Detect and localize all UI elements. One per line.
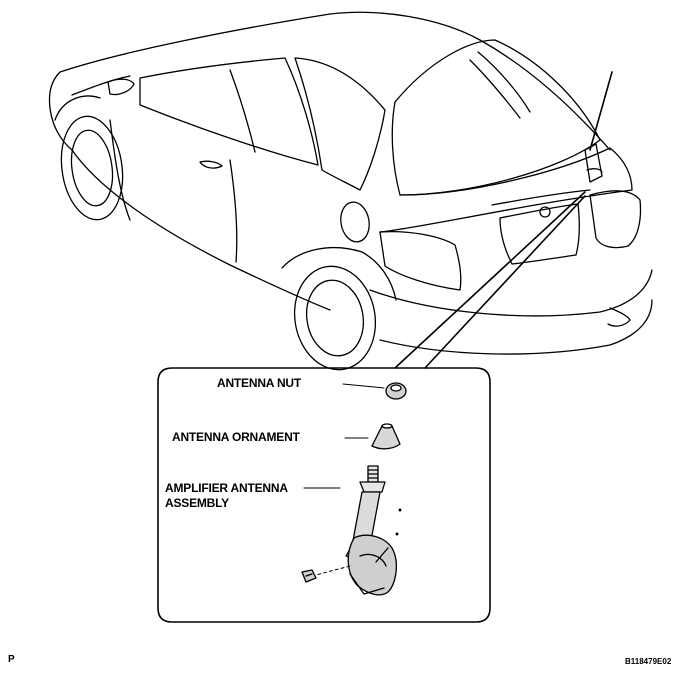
view-marker: P: [8, 654, 15, 665]
amplifier-antenna-label-line2: ASSEMBLY: [165, 496, 229, 510]
callout-leader: [394, 191, 586, 369]
antenna-ornament-part: [371, 423, 401, 450]
antenna-ornament-label: ANTENNA ORNAMENT: [172, 430, 300, 444]
antenna-nut-part: [385, 382, 407, 400]
callout-frame: [157, 367, 491, 623]
car-illustration: [48, 11, 653, 371]
figure-code: B118479E02: [625, 657, 672, 666]
amplifier-antenna-label-line1: AMPLIFIER ANTENNA: [165, 481, 288, 495]
antenna-nut-label: ANTENNA NUT: [217, 376, 302, 390]
amplifier-antenna-part: [301, 465, 402, 596]
